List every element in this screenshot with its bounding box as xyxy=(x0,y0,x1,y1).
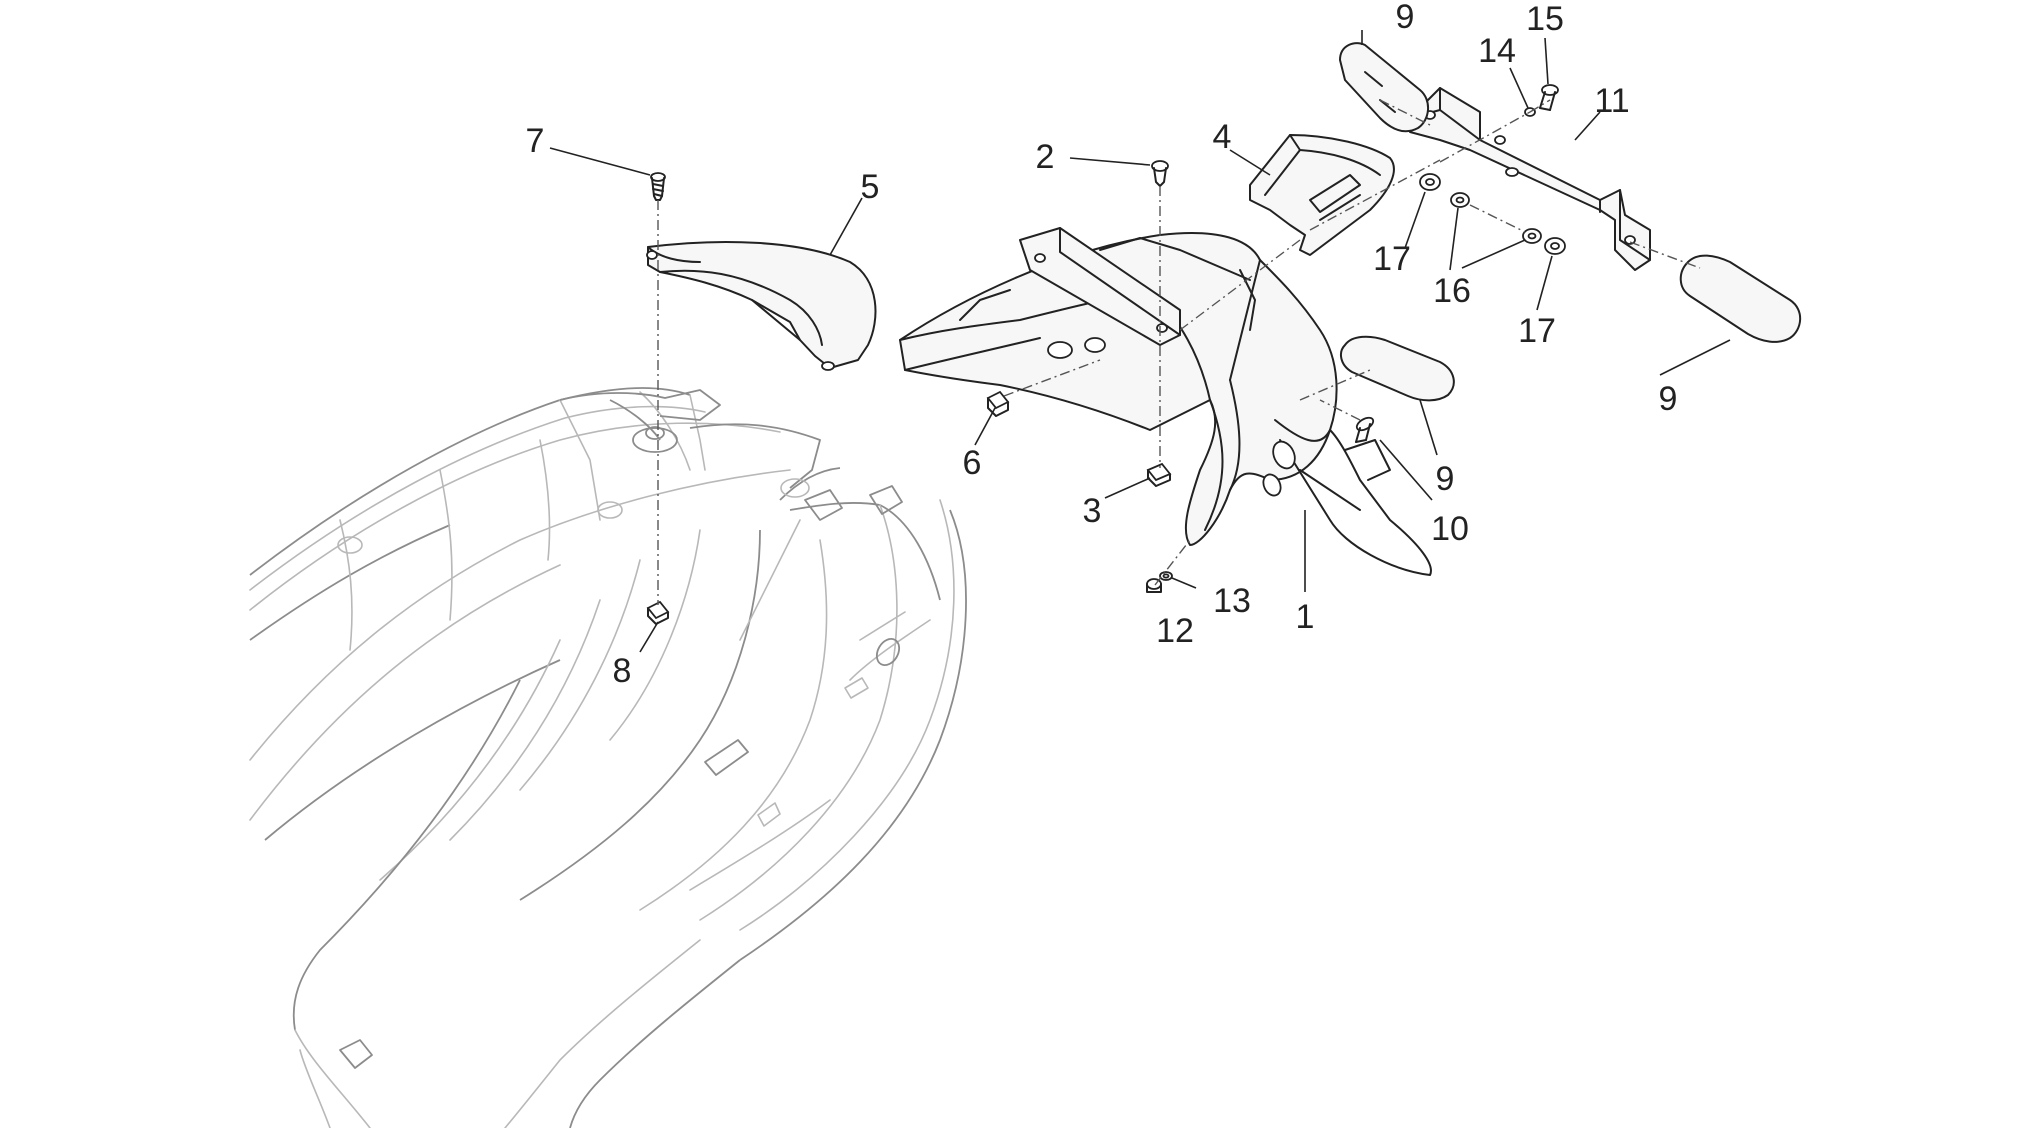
callout-8: 8 xyxy=(613,652,632,690)
callout-5: 5 xyxy=(861,168,880,206)
callout-9-right: 9 xyxy=(1659,380,1678,418)
callout-9-top: 9 xyxy=(1396,0,1415,36)
part-8-clip xyxy=(646,600,670,625)
callout-7: 7 xyxy=(526,122,545,160)
callout-17-lower: 17 xyxy=(1518,312,1556,350)
part-9-reflector-right xyxy=(1679,254,1802,343)
part-4-cover xyxy=(1249,134,1395,256)
callout-1: 1 xyxy=(1296,598,1315,636)
part-6-clip xyxy=(986,390,1010,417)
part-9-reflector-top xyxy=(1339,42,1429,133)
part-13-washer xyxy=(1159,571,1173,581)
callout-12: 12 xyxy=(1156,612,1194,650)
part-17-washer-upper xyxy=(1419,173,1441,191)
part-7-screw xyxy=(650,172,666,201)
callout-16: 16 xyxy=(1433,272,1471,310)
callout-3: 3 xyxy=(1083,492,1102,530)
callout-numbers: 1 2 3 4 5 6 7 8 9 9 9 10 11 12 13 14 15 … xyxy=(526,0,1678,690)
part-5-upper-cover xyxy=(646,241,877,371)
part-10-bolt xyxy=(1355,416,1375,443)
part-3-clip xyxy=(1146,462,1172,487)
callout-17-upper: 17 xyxy=(1373,240,1411,278)
callout-2: 2 xyxy=(1036,138,1055,176)
callout-15: 15 xyxy=(1526,0,1564,38)
callout-4: 4 xyxy=(1213,118,1232,156)
part-17-washer-lower xyxy=(1544,237,1566,255)
part-1-rear-mudguard xyxy=(899,227,1432,576)
assembly-axes xyxy=(657,99,1701,605)
callout-13: 13 xyxy=(1213,582,1251,620)
callout-14: 14 xyxy=(1478,32,1516,70)
callout-11: 11 xyxy=(1594,82,1629,120)
part-2-screw xyxy=(1151,160,1169,187)
callout-10: 10 xyxy=(1431,510,1469,548)
part-9-reflector-mid xyxy=(1339,335,1455,402)
part-16-nut-lower xyxy=(1522,228,1542,244)
rear-body-shell xyxy=(249,387,967,1128)
part-16-nut-upper xyxy=(1450,192,1470,208)
callout-9-mid: 9 xyxy=(1436,460,1455,498)
callout-leaders xyxy=(549,30,1731,653)
callout-6: 6 xyxy=(963,444,982,482)
part-15-screw xyxy=(1539,84,1559,111)
